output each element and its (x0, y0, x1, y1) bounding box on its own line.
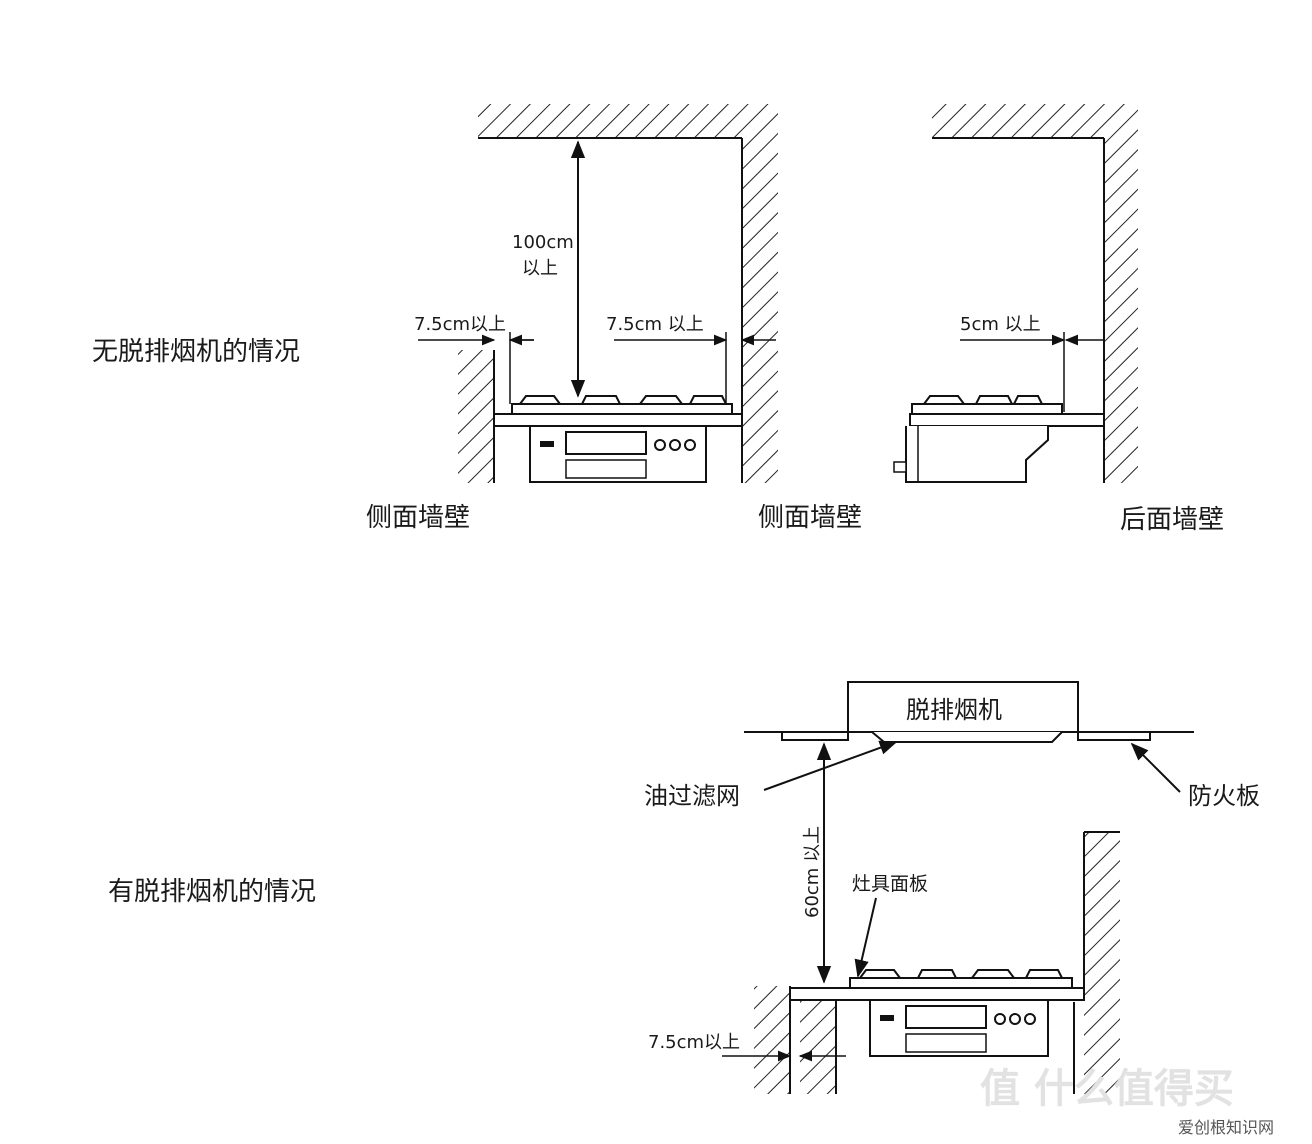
cabinet-hatch (800, 990, 836, 1094)
hood-label: 脱排烟机 (906, 696, 1002, 724)
right-wall-hatch (742, 138, 778, 483)
left-wall-hatch-bottom (754, 986, 790, 1094)
with-hood-label: 有脱排烟机的情况 (108, 877, 316, 907)
countertop (493, 413, 743, 427)
side-wall-right-label: 侧面墙壁 (758, 503, 862, 533)
watermark-sub: 爱创根知识网 (1178, 1118, 1274, 1137)
stove-top-bottom (849, 977, 1073, 989)
watermark-text: 值 什么值得买 (980, 1066, 1234, 1112)
ceiling-hatch-right (932, 104, 1138, 138)
watermark: 值 什么值得买 爱创根知识网 (980, 1066, 1312, 1140)
right-clearance-label: 7.5cm 以上 (606, 314, 704, 335)
back-wall-label: 后面墙壁 (1120, 505, 1224, 535)
top-left-figure: 100cm 以上 7.5cm以上 7.5cm 以上 侧面墙壁 侧面墙壁 (366, 104, 862, 533)
oil-filter-label: 油过滤网 (644, 782, 740, 810)
hood-height-label: 60cm 以上 (802, 826, 823, 918)
fire-board-right (1077, 731, 1151, 741)
right-wall-hatch-bottom (1084, 832, 1120, 1094)
back-wall-hatch (1104, 138, 1138, 483)
top-right-figure: 5cm 以上 后面墙壁 (893, 104, 1224, 535)
side-wall-left-label: 侧面墙壁 (366, 503, 470, 533)
back-clearance-label: 5cm 以上 (960, 314, 1041, 335)
bottom-clearance-label: 7.5cm以上 (648, 1032, 740, 1053)
panel-label: 灶具面板 (852, 873, 928, 895)
height-suffix: 以上 (522, 258, 558, 279)
oil-filter-shape (871, 731, 1063, 743)
oven-side (905, 426, 1049, 483)
fire-board-left (781, 731, 849, 741)
countertop-bottom (789, 987, 1085, 1001)
stove-top (511, 403, 733, 415)
height-value: 100cm (512, 232, 574, 253)
left-clearance-label: 7.5cm以上 (414, 314, 506, 335)
ceiling-hatch (478, 104, 778, 138)
countertop-side (909, 413, 1105, 427)
left-wall-hatch (458, 350, 494, 483)
bottom-figure: 脱排烟机 油过滤网 防火板 60cm 以上 灶具面板 (644, 681, 1260, 1094)
no-hood-label: 无脱排烟机的情况 (92, 337, 300, 367)
fire-board-label: 防火板 (1188, 782, 1260, 810)
